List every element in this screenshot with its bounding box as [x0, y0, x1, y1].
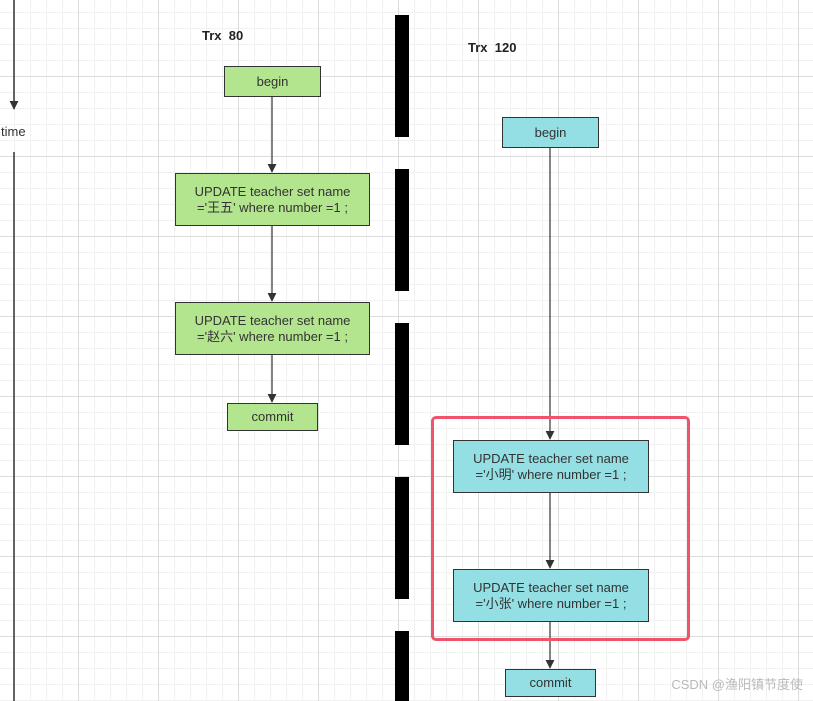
trx80-commit-node: commit: [227, 403, 318, 431]
trx80-update-zhaoliu-node: UPDATE teacher set name ='赵六' where numb…: [175, 302, 370, 355]
trx120-update-xiaozhang-node: UPDATE teacher set name ='小张' where numb…: [453, 569, 649, 622]
time-axis-label: time: [1, 124, 26, 139]
trx80-begin-node: begin: [224, 66, 321, 97]
trx120-begin-node: begin: [502, 117, 599, 148]
trx120-label: Trx 120: [468, 40, 517, 55]
trx80-update-wangwu-node: UPDATE teacher set name ='王五' where numb…: [175, 173, 370, 226]
trx120-commit-node: commit: [505, 669, 596, 697]
csdn-watermark: CSDN @渔阳镇节度使: [671, 677, 803, 692]
trx120-update-xiaoming-node: UPDATE teacher set name ='小明' where numb…: [453, 440, 649, 493]
trx80-label: Trx 80: [202, 28, 244, 43]
highlight-box: [431, 416, 690, 641]
